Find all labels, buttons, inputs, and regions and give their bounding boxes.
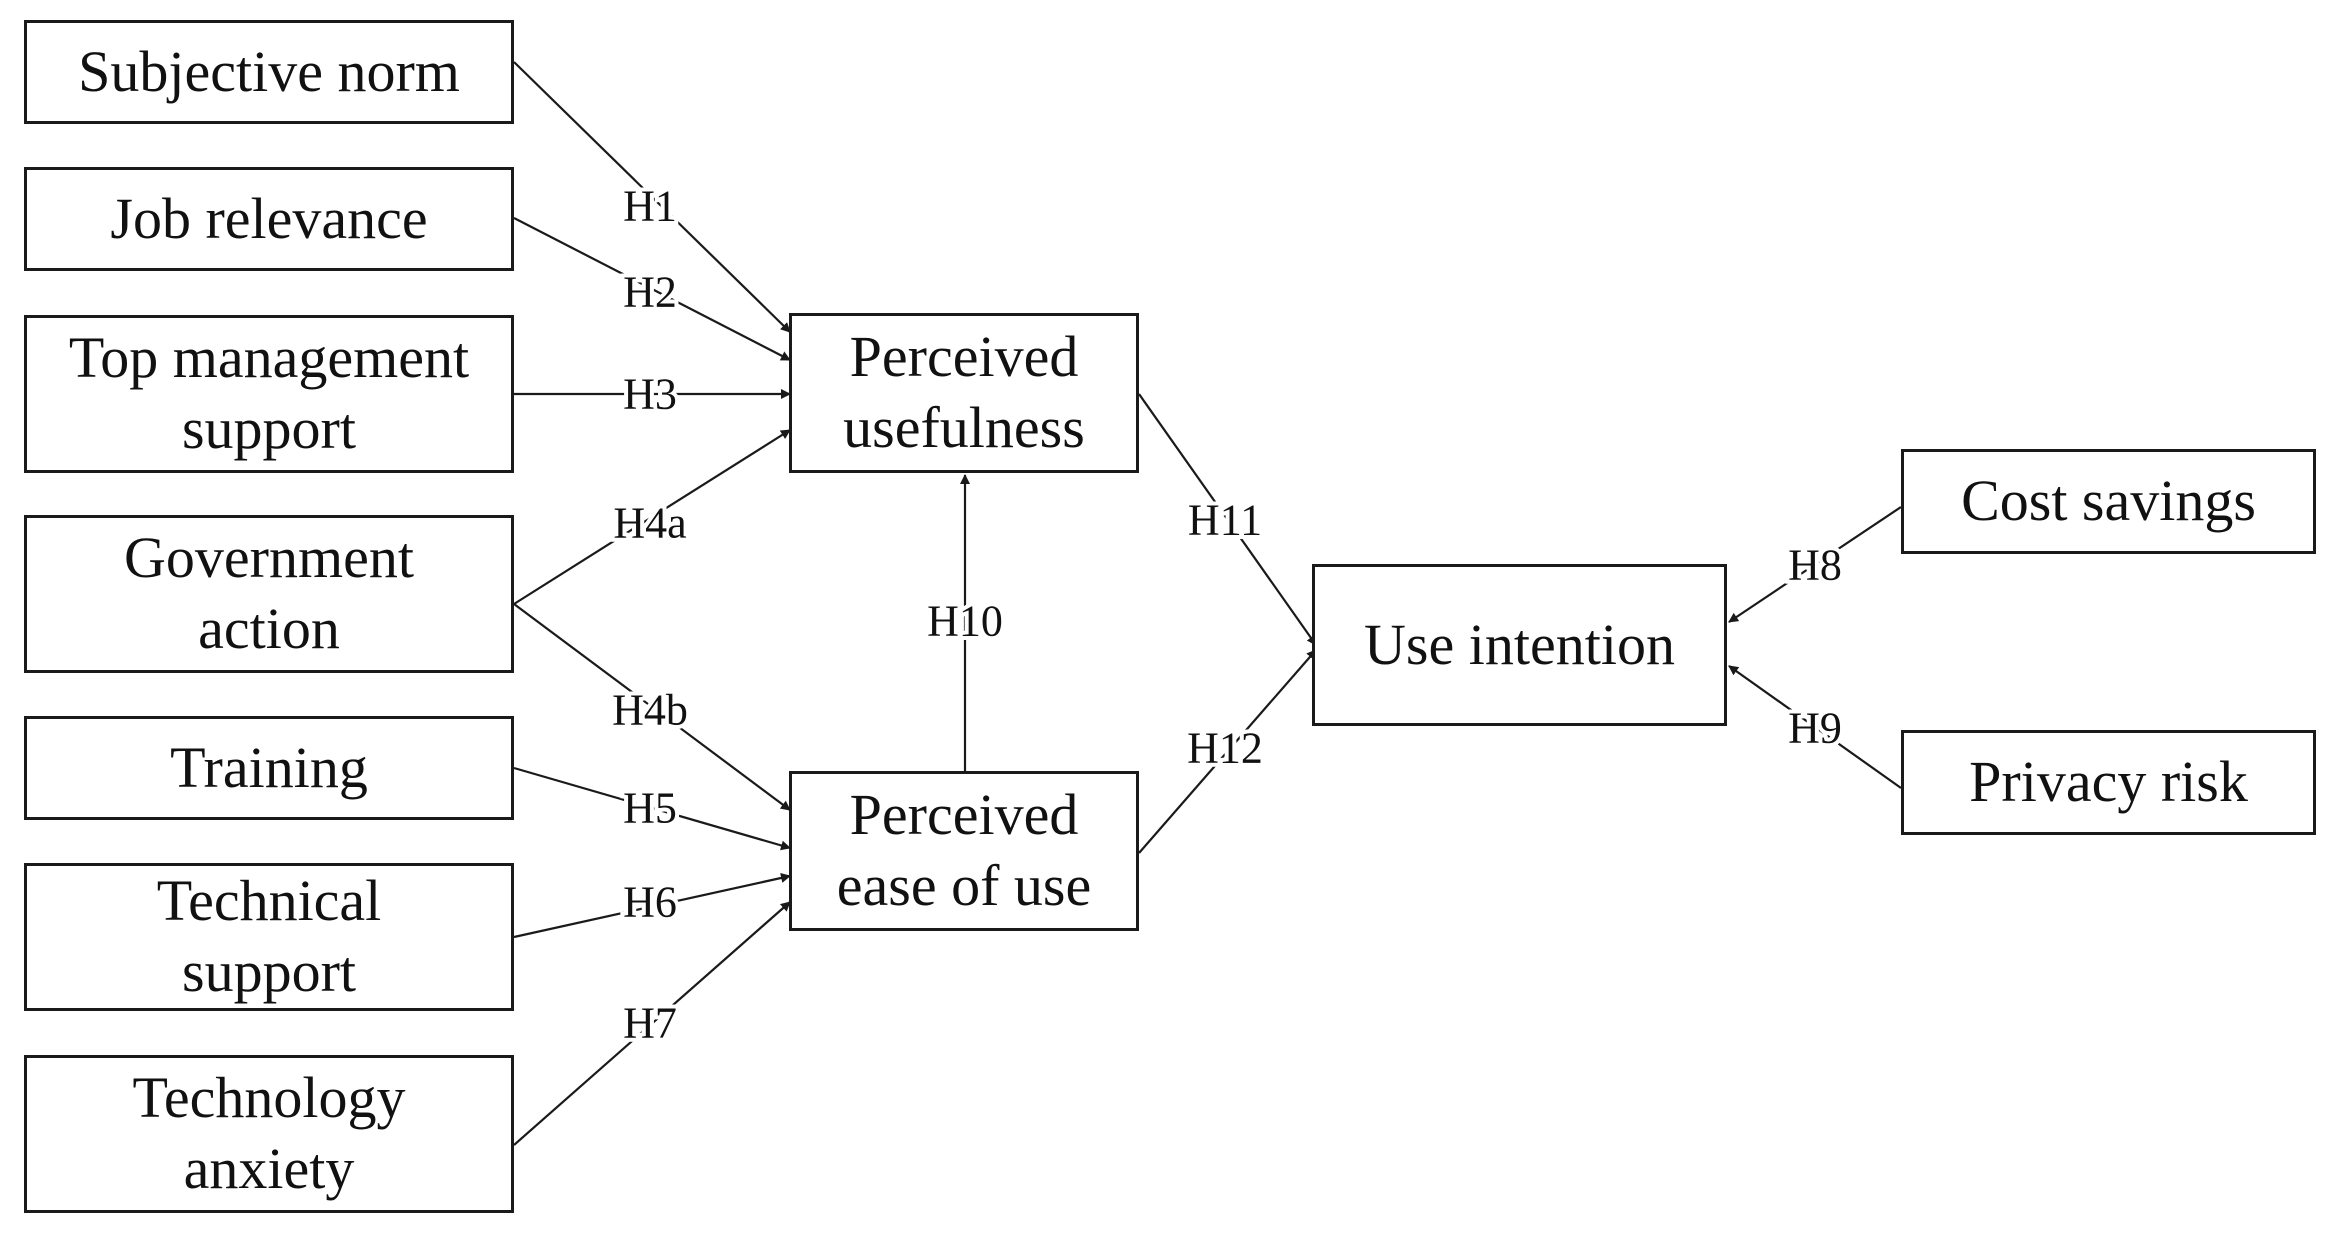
node-use-intention: Use intention	[1312, 564, 1727, 726]
edge-h4b	[513, 603, 791, 811]
edge-h6	[513, 873, 791, 939]
edge-label-h7: H7	[623, 999, 677, 1048]
edge-label-h8: H8	[1788, 541, 1842, 590]
edge-h11	[1138, 393, 1317, 646]
node-cost-savings: Cost savings	[1901, 449, 2316, 554]
edge-label-h9: H9	[1788, 704, 1842, 753]
edge-label-h6: H6	[623, 878, 677, 927]
edge-h5	[513, 766, 791, 851]
node-government-action: Government action	[24, 515, 514, 673]
edge-h2	[513, 217, 791, 361]
edge-h1	[513, 61, 791, 333]
node-privacy-risk: Privacy risk	[1901, 730, 2316, 835]
edge-label-h3: H3	[623, 370, 677, 419]
edge-label-h4b: H4b	[612, 686, 688, 735]
edge-label-h12: H12	[1187, 724, 1263, 773]
edge-label-h5: H5	[623, 784, 677, 833]
node-technology-anxiety: Technology anxiety	[24, 1055, 514, 1213]
edge-label-h2: H2	[623, 268, 677, 317]
edge-label-h11: H11	[1188, 496, 1262, 545]
edge-label-h4a: H4a	[613, 499, 686, 548]
node-subjective-norm: Subjective norm	[24, 20, 514, 124]
node-perceived-ease-of-use: Perceived ease of use	[789, 771, 1139, 931]
edge-h8	[1728, 506, 1902, 623]
node-perceived-usefulness: Perceived usefulness	[789, 313, 1139, 473]
edge-label-h10: H10	[927, 597, 1003, 646]
node-training: Training	[24, 716, 514, 820]
edge-h9	[1728, 665, 1902, 789]
node-technical-support: Technical support	[24, 863, 514, 1011]
edge-h7	[513, 901, 791, 1146]
edge-label-h1: H1	[623, 182, 677, 231]
edge-h4a	[513, 429, 791, 605]
node-job-relevance: Job relevance	[24, 167, 514, 271]
node-top-management-support: Top management support	[24, 315, 514, 473]
edge-h12	[1138, 649, 1317, 854]
